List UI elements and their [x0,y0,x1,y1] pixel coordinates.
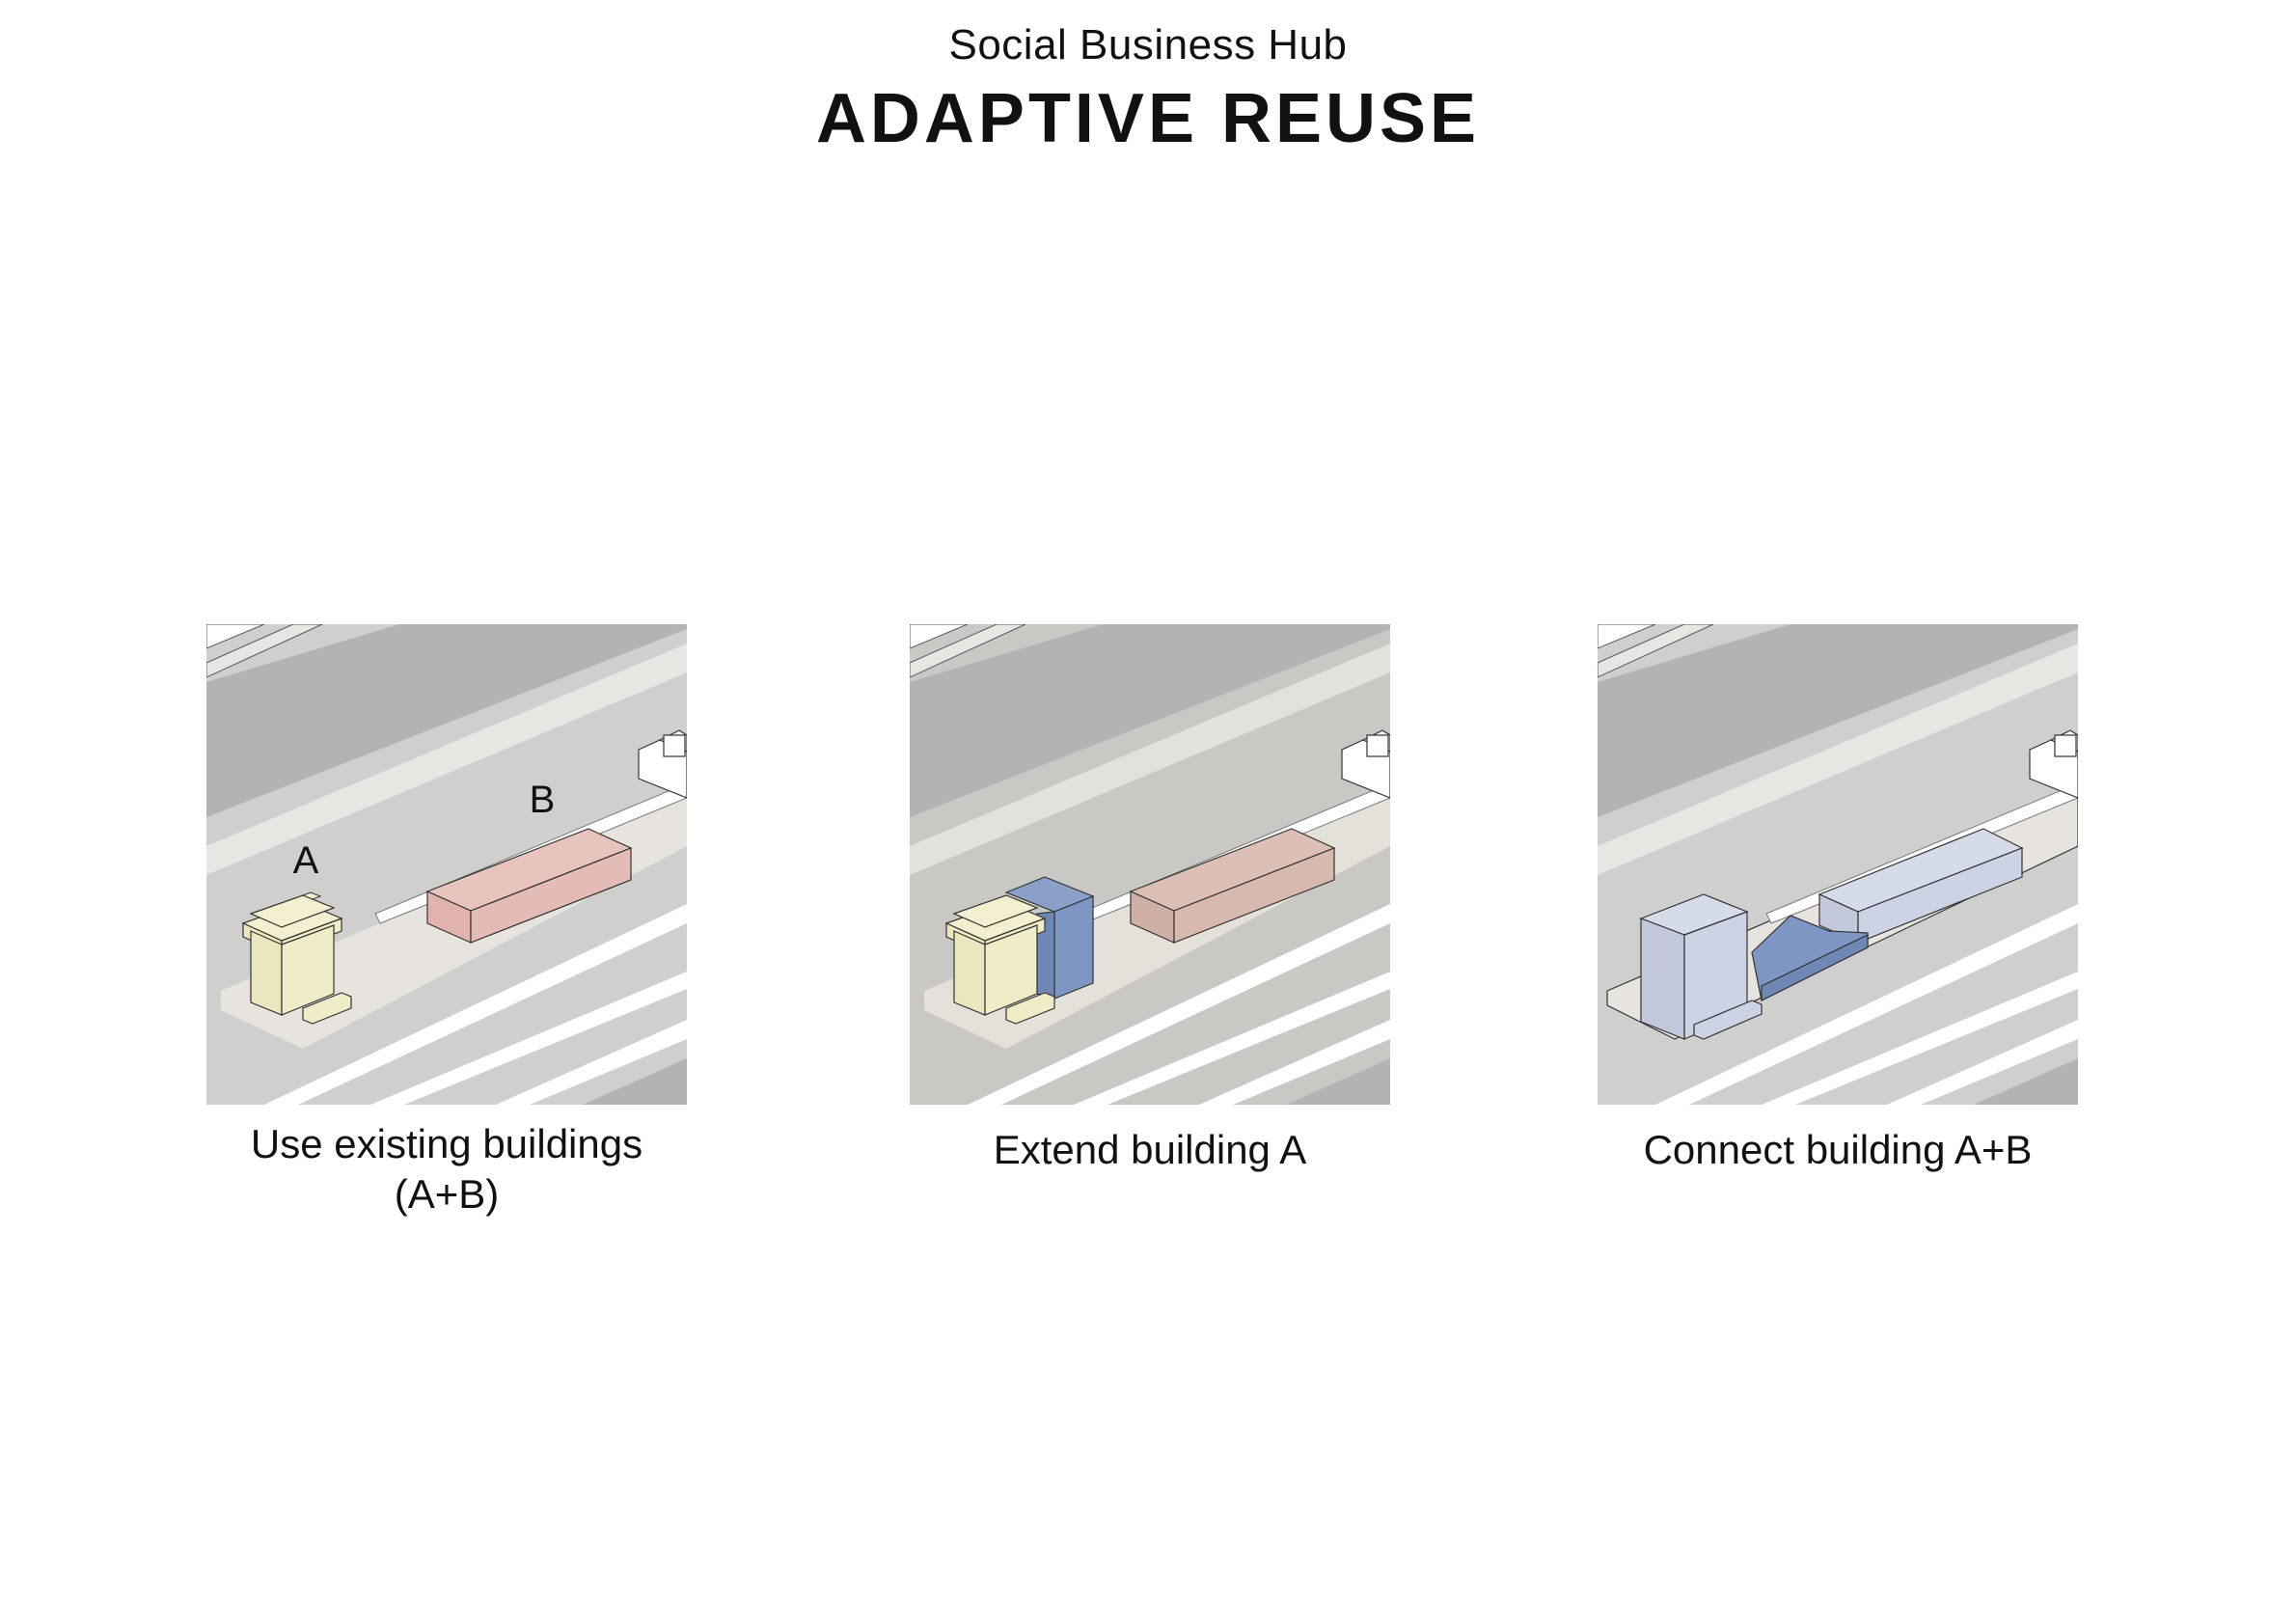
connector-block [1751,915,1869,1001]
diagram-panel-connect [1598,624,2078,1105]
road-dark-corner [1286,1058,1390,1105]
building-a [241,891,352,1025]
road-dark-band [1598,624,2078,817]
page-subtitle: Social Business Hub [948,21,1348,69]
diagram-panel-extend [910,624,1390,1105]
building-a-new [1639,893,1763,1040]
road-white-line [1199,1020,1390,1105]
sidewalk-band [206,644,687,875]
building-b [425,828,633,944]
road-marking [1598,624,1656,649]
caption-line: (A+B) [394,1171,500,1217]
page-title: ADAPTIVE REUSE [815,80,1481,157]
sidewalk-strip [206,624,323,678]
neighbor-building [638,729,687,799]
road-white-line [496,1020,687,1105]
site-axonometric-extend [910,624,1390,1105]
road-white-line [968,904,1390,1105]
road-band [206,711,687,943]
road-white-line [1074,972,1390,1105]
caption-line: Extend building A [993,1127,1307,1172]
caption-use-existing: Use existing buildings (A+B) [177,1119,717,1220]
neighbor-building [1341,729,1390,799]
sidewalk-band [910,644,1390,875]
caption-extend-a: Extend building A [880,1125,1420,1175]
road-marking [910,624,969,649]
diagram-panel-existing: A B [206,624,687,1105]
road-white-line [370,972,687,1105]
caption-connect-ab: Connect building A+B [1568,1125,2108,1175]
caption-line: Use existing buildings [250,1121,643,1166]
road-dark-band [910,624,1390,817]
road-white-line [264,904,687,1105]
road-white-line [1887,1020,2078,1105]
sidewalk-strip [910,624,1026,678]
site-axonometric-existing: A B [206,624,687,1105]
sidewalk-band [1598,644,2078,875]
building-b [1129,828,1336,944]
label-building-b: B [530,779,556,821]
caption-line: Connect building A+B [1643,1127,2033,1172]
label-building-a: A [293,839,319,882]
road-marking [206,624,265,649]
building-a [944,894,1055,1025]
sidewalk-strip [1598,624,1714,678]
building-a-extension [1004,876,1095,1000]
road-dark-corner [1974,1058,2078,1105]
road-dark-corner [583,1058,687,1105]
road-white-line [1762,972,2078,1105]
site-axonometric-connect [1598,624,2078,1105]
road-white-line [1655,904,2078,1105]
neighbor-building [2029,729,2078,799]
road-dark-band [206,624,687,817]
building-b-new [1818,828,2024,944]
